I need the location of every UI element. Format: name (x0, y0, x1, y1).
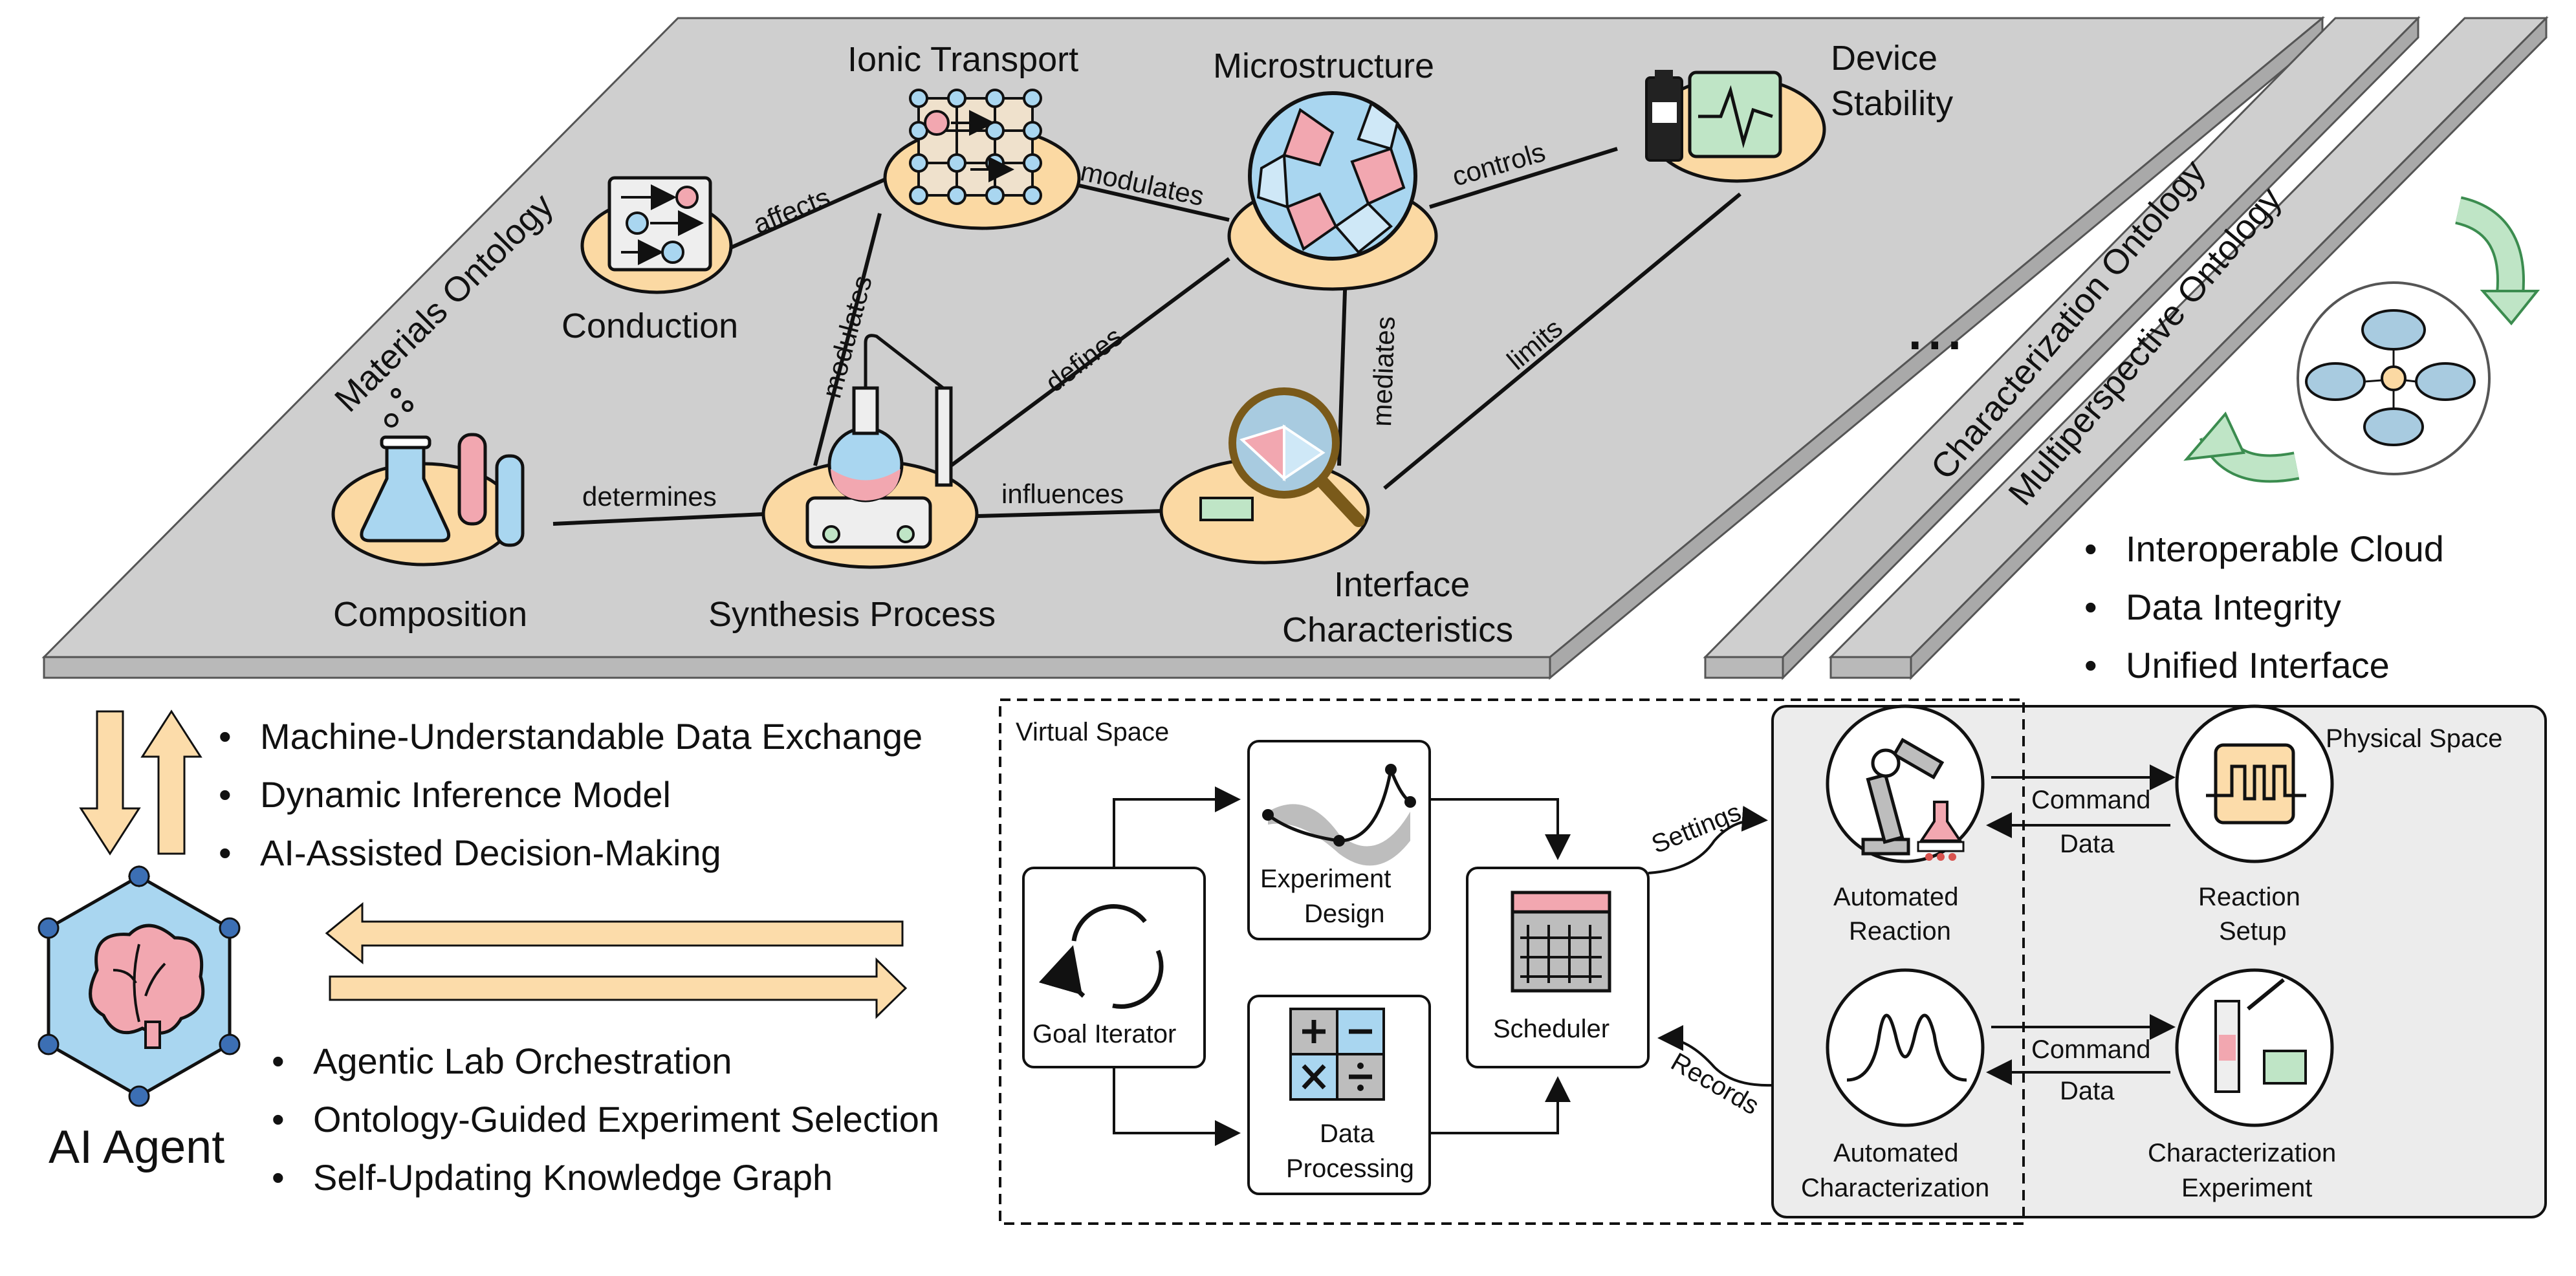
agent-feature-3: AI-Assisted Decision-Making (260, 832, 721, 873)
command-label-bottom: Command (2031, 1035, 2151, 1064)
automated-reaction-label-1: Automated (1833, 883, 1958, 911)
characterization-experiment-node: Characterization Experiment (2148, 968, 2336, 1202)
data-processing-label-1: Data (1320, 1119, 1375, 1148)
microstructure-icon (1248, 91, 1417, 261)
label-device: Device (1831, 39, 1937, 78)
bidirectional-arrows-vertical (79, 709, 202, 856)
ontology-edges (552, 147, 1741, 526)
label-composition: Composition (333, 595, 527, 634)
reaction-setup-label-1: Reaction (2198, 883, 2300, 911)
automated-reaction-label-2: Reaction (1849, 917, 1951, 946)
label-conduction: Conduction (562, 307, 738, 345)
curve-icon (1267, 763, 1412, 843)
physical-space-label: Physical Space (2326, 724, 2502, 753)
goal-iterator-box: Goal Iterator (1022, 867, 1206, 1068)
experiment-design-box: Experiment Design (1247, 740, 1431, 940)
cloud-cycle (2183, 196, 2540, 483)
settings-label: Settings (1648, 797, 1745, 859)
experiment-design-label-2: Design (1304, 900, 1385, 928)
conduction-icon (607, 176, 712, 272)
reaction-setup-node: Reaction Setup (2175, 704, 2334, 946)
data-processing-box: Data Processing (1247, 995, 1431, 1195)
agent-feature-2: Dynamic Inference Model (260, 774, 671, 815)
cloud-feature-3: Unified Interface (2126, 645, 2390, 686)
reaction-setup-label-2: Setup (2219, 917, 2287, 946)
agent-feature-5: Ontology-Guided Experiment Selection (313, 1099, 939, 1140)
experiment-design-label-1: Experiment (1260, 865, 1391, 893)
magnifier-icon (1199, 387, 1365, 527)
agent-feature-6: Self-Updating Knowledge Graph (313, 1157, 833, 1198)
svg-text:•: • (272, 1041, 285, 1081)
label-synthesis-process: Synthesis Process (708, 595, 996, 634)
goal-iterator-label: Goal Iterator (1032, 1020, 1176, 1048)
characterization-ontology-slab (1703, 16, 2421, 680)
edge-determines: determines (582, 481, 717, 512)
automated-reaction-node: Automated Reaction (1826, 704, 1985, 946)
cloud-feature-2: Data Integrity (2126, 587, 2341, 627)
scheduler-box: Scheduler (1466, 867, 1650, 1068)
ai-agent-features-bottom: • Agentic Lab Orchestration • Ontology-G… (272, 1041, 939, 1198)
agent-feature-4: Agentic Lab Orchestration (313, 1041, 732, 1081)
ellipsis: ... (1905, 285, 1965, 365)
lattice-icon (909, 89, 1042, 205)
multiperspective-ontology-slab (1828, 16, 2549, 680)
svg-text:•: • (272, 1099, 285, 1140)
svg-text:•: • (219, 832, 232, 873)
label-stability: Stability (1831, 84, 1953, 123)
automated-characterization-label-1: Automated (1833, 1139, 1958, 1167)
svg-text:•: • (272, 1157, 285, 1198)
ai-agent-label: AI Agent (49, 1121, 224, 1173)
ai-agent-brain-icon (38, 865, 241, 1107)
scheduler-label: Scheduler (1493, 1015, 1610, 1043)
cycle-icon (1069, 904, 1164, 1009)
automated-characterization-node: Automated Characterization (1801, 968, 1989, 1202)
data-label-top: Data (2060, 830, 2115, 858)
edge-mediates: mediates (1366, 316, 1401, 427)
data-processing-label-2: Processing (1286, 1154, 1414, 1183)
flask-icon (360, 388, 525, 547)
characterization-experiment-label-2: Experiment (2181, 1174, 2312, 1202)
label-interface: Interface (1334, 565, 1470, 604)
svg-text:•: • (219, 774, 232, 815)
label-ionic-transport: Ionic Transport (847, 40, 1078, 79)
bidirectional-arrows-horizontal (325, 902, 908, 1019)
ai-agent-features-top: • Machine-Understandable Data Exchange •… (219, 716, 922, 873)
robot-arm-icon (1861, 737, 1945, 856)
cloud-feature-1: Interoperable Cloud (2126, 528, 2444, 569)
command-data-arrows (1986, 764, 2176, 1085)
svg-text:•: • (219, 716, 232, 757)
data-label-bottom: Data (2060, 1077, 2115, 1105)
cloud-feature-list: • Interoperable Cloud • Data Integrity •… (2084, 528, 2444, 686)
workflow-arrows (1113, 786, 1773, 1146)
automated-characterization-label-2: Characterization (1801, 1174, 1989, 1202)
battery-monitor-icon (1645, 70, 1782, 162)
agent-feature-1: Machine-Understandable Data Exchange (260, 716, 922, 757)
svg-text:•: • (2084, 645, 2097, 686)
edge-influences: influences (1001, 479, 1124, 509)
synthesis-apparatus-icon (805, 334, 953, 549)
label-characteristics: Characteristics (1282, 611, 1513, 649)
characterization-experiment-label-1: Characterization (2148, 1139, 2336, 1167)
svg-text:•: • (2084, 528, 2097, 569)
virtual-space-frame (999, 698, 2025, 1225)
svg-text:•: • (2084, 587, 2097, 627)
command-label-top: Command (2031, 786, 2151, 814)
spectrum-icon (1846, 1013, 1967, 1082)
virtual-space-label: Virtual Space (1016, 718, 1169, 746)
label-microstructure: Microstructure (1213, 47, 1434, 85)
